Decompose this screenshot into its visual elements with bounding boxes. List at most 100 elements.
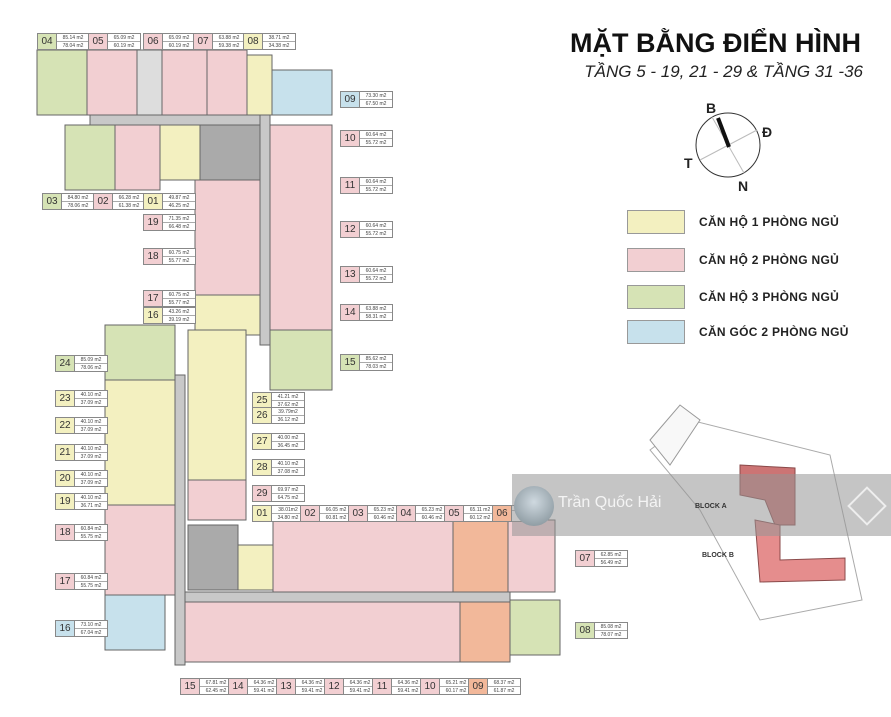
unit-number: 23 [56,391,75,406]
unit-a02 [114,124,161,191]
unit-net-area: 37.09 m2 [80,426,102,433]
unit-gross-area: 40.00 m2 [272,435,304,442]
unit-net-area: 61.87 m2 [493,687,515,694]
unit-number: 07 [576,551,595,566]
unit-gross-area: 71.35 m2 [163,216,195,223]
unit-a07 [206,49,248,116]
unit-number: 24 [56,356,75,371]
unit-gross-area: 66.05 m2 [320,507,352,514]
unit-net-area: 55.72 m2 [365,186,387,193]
units-b02-05 [272,519,454,593]
unit-net-area: 60.46 m2 [421,514,443,521]
unit-number: 21 [56,445,75,460]
unit-number: 16 [56,621,75,636]
units-b25-28 [187,329,247,481]
unit-number: 20 [56,471,75,486]
unit-gross-area: 65.09 m2 [108,35,140,42]
unit-gross-area: 60.84 m2 [75,575,107,582]
legend-item: CĂN GÓC 2 PHÒNG NGỦ [627,320,849,344]
logo-icon [847,486,887,526]
unit-gross-area: 60.75 m2 [163,250,195,257]
unit-gross-area: 40.10 m2 [75,446,107,453]
units-b17-18 [104,504,176,596]
unit-number: 18 [56,525,75,540]
unit-net-area: 64.75 m2 [277,494,299,501]
unit-net-area: 37.09 m2 [80,479,102,486]
unit-net-area: 59.41 m2 [301,687,323,694]
compass-icon [695,112,761,178]
unit-gross-area: 60.64 m2 [360,268,392,275]
unit-number: 01 [253,506,272,521]
unit-net-area: 62.45 m2 [205,687,227,694]
legend-label: CĂN HỘ 2 PHÒNG NGỦ [699,253,840,267]
corridor-a [89,114,271,126]
unit-gross-area: 85.09 m2 [75,357,107,364]
unit-net-area: 58.31 m2 [365,313,387,320]
unit-gross-area: 40.10 m2 [75,472,107,479]
unit-net-area: 37.09 m2 [80,399,102,406]
block-a-label: BLOCK A [695,503,727,510]
unit-number: 14 [341,305,360,320]
unit-gross-area: 65.21 m2 [440,680,472,687]
unit-net-area: 78.06 m2 [80,364,102,371]
unit-gross-area: 64.36 m2 [344,680,376,687]
unit-gross-area: 67.81 m2 [200,680,232,687]
unit-gross-area: 40.10 m2 [75,495,107,502]
unit-gross-area: 60.84 m2 [75,526,107,533]
unit-b16 [104,594,166,651]
unit-number: 14 [229,679,248,694]
unit-number: 05 [89,34,108,49]
core-b [187,524,239,591]
unit-net-area: 55.75 m2 [80,582,102,589]
unit-number: 06 [493,506,512,521]
unit-number: 03 [349,506,368,521]
unit-gross-area: 60.64 m2 [360,223,392,230]
unit-net-area: 55.75 m2 [80,533,102,540]
unit-gross-area: 68.37 m2 [488,680,520,687]
unit-gross-area: 85.62 m2 [360,356,392,363]
units-b19-23 [104,379,176,506]
unit-net-area: 37.09 m2 [80,453,102,460]
unit-net-area: 60.17 m2 [445,687,467,694]
unit-net-area: 34.80 m2 [277,514,299,521]
unit-gross-area: 38.71 m2 [263,35,295,42]
unit-number: 06 [144,34,163,49]
unit-number: 04 [397,506,416,521]
unit-number: 02 [301,506,320,521]
unit-gross-area: 65.23 m2 [368,507,400,514]
unit-net-area: 59.38 m2 [218,42,240,49]
unit-net-area: 37.08 m2 [277,468,299,475]
unit-number: 17 [56,574,75,589]
unit-net-area: 78.03 m2 [365,363,387,370]
unit-gross-area: 66.28 m2 [113,195,145,202]
legend-label: CĂN GÓC 2 PHÒNG NGỦ [699,325,849,339]
unit-number: 15 [341,355,360,370]
unit-net-area: 78.04 m2 [62,42,84,49]
unit-number: 26 [253,408,272,423]
legend-item: CĂN HỘ 1 PHÒNG NGỦ [627,210,839,234]
units-a16-19 [194,179,261,296]
unit-gross-area: 39.79m2 [272,409,304,416]
unit-number: 12 [325,679,344,694]
